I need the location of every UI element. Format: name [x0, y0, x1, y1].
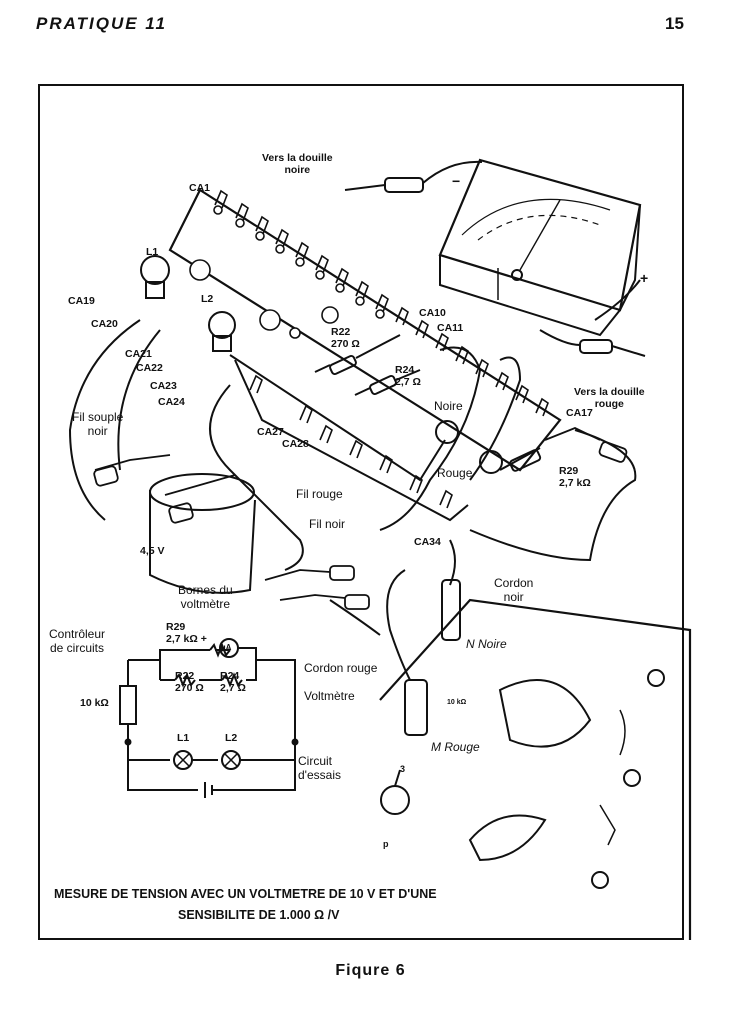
- label-r29: R29 2,7 kΩ: [559, 465, 591, 489]
- board-resistors: [314, 334, 542, 472]
- label-controleur: Contrôleur de circuits: [49, 627, 106, 655]
- label-voltmetre: Voltmètre: [304, 689, 355, 703]
- label-m-rouge: M Rouge: [431, 740, 480, 754]
- schematic-label-r29: R29 2,7 kΩ +: [166, 621, 207, 645]
- label-n-noire: N Noire: [466, 637, 507, 651]
- circuit-tester: [379, 579, 692, 940]
- battery: [149, 473, 256, 594]
- label-ca19: CA19: [68, 295, 95, 307]
- analog-meter: [438, 158, 642, 337]
- label-circuit-essais: Circuit d'essais: [298, 754, 341, 782]
- figure-number: Fiqure 6: [335, 962, 406, 979]
- label-4-5v: 4,5 V: [140, 545, 165, 557]
- label-ca23: CA23: [150, 380, 177, 392]
- label-vers-noire: Vers la douille noire: [262, 152, 333, 176]
- caption-line-2: SENSIBILITE DE 1.000 Ω /V: [178, 908, 340, 922]
- label-ca11: CA11: [437, 322, 464, 334]
- label-noire: Noire: [434, 399, 463, 413]
- label-ca1: CA1: [189, 182, 211, 194]
- figure-frame: [38, 84, 684, 940]
- label-l2: L2: [201, 293, 214, 305]
- label-l1: L1: [146, 246, 159, 258]
- label-meter-plus: +: [640, 270, 649, 286]
- label-ca20: CA20: [91, 318, 118, 330]
- label-fil-rouge: Fil rouge: [296, 487, 343, 501]
- page-section-title: PRATIQUE 11: [36, 14, 167, 33]
- figure-caption: MESURE DE TENSION AVEC UN VOLTMETRE DE 1…: [54, 884, 534, 926]
- schematic-label-r22: R22 270 Ω: [175, 670, 204, 694]
- label-fil-souple: Fil souple noir: [72, 410, 124, 438]
- label-switch-3: 3: [400, 764, 406, 774]
- schematic-label-10k: 10 kΩ: [80, 697, 109, 709]
- label-ca34: CA34: [414, 536, 441, 548]
- label-r22: R22 270 Ω: [331, 326, 360, 350]
- label-ca27: CA27: [257, 426, 284, 438]
- label-switch-p: p: [383, 839, 389, 849]
- terminal-board: [168, 188, 562, 522]
- label-bornes: Bornes du voltmètre: [178, 583, 233, 611]
- lamps: [140, 255, 236, 352]
- schematic-label-ua: µA: [221, 643, 232, 652]
- alligator-clips: [93, 427, 628, 610]
- label-ca24: CA24: [158, 396, 185, 408]
- label-cordon-noir: Cordon noir: [494, 576, 534, 604]
- caption-line-1: MESURE DE TENSION AVEC UN VOLTMETRE DE 1…: [54, 887, 437, 901]
- page-number: 15: [665, 14, 684, 33]
- schematic: [119, 638, 299, 798]
- label-ca10: CA10: [419, 307, 446, 319]
- label-ca28: CA28: [282, 438, 309, 450]
- schematic-label-r24: R24 2,7 Ω: [220, 670, 246, 694]
- label-r24: R24 2,7 Ω: [395, 364, 421, 388]
- label-ca17: CA17: [566, 407, 593, 419]
- label-rouge: Rouge: [437, 466, 473, 480]
- label-range-10k: 10 kΩ: [447, 699, 467, 706]
- label-vers-rouge: Vers la douille rouge: [574, 386, 645, 410]
- label-cordon-rouge: Cordon rouge: [304, 661, 378, 675]
- label-ca22: CA22: [136, 362, 163, 374]
- schematic-label-l2: L2: [225, 732, 238, 744]
- label-meter-minus: −: [452, 173, 461, 189]
- black-lead: [344, 160, 646, 357]
- label-ca21: CA21: [125, 348, 152, 360]
- binding-posts: [435, 420, 503, 474]
- label-fil-noir: Fil noir: [309, 517, 346, 531]
- schematic-label-l1: L1: [177, 732, 190, 744]
